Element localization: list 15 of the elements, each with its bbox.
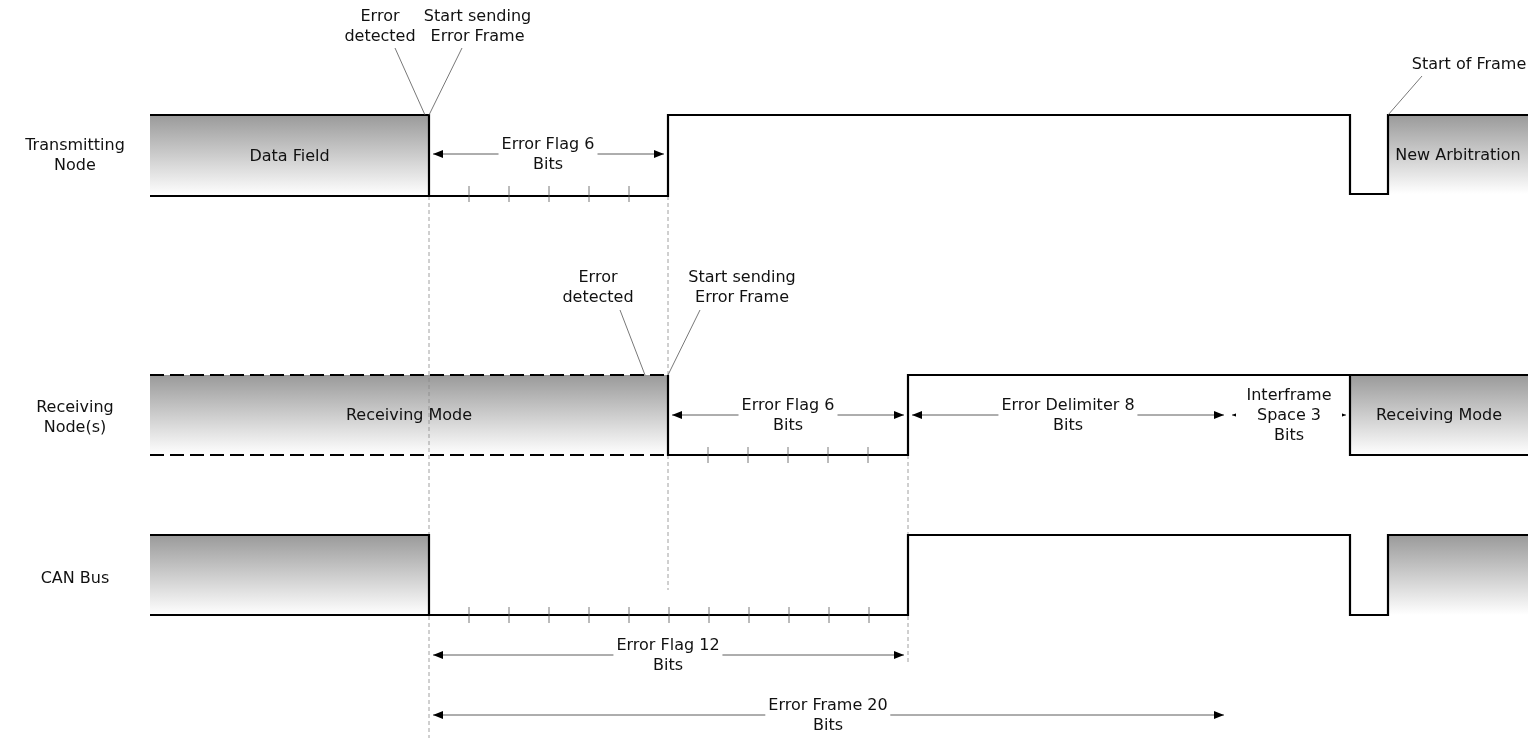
annotation-text: Error detected <box>335 4 425 48</box>
signal-block: New Arbitration <box>1388 115 1528 194</box>
signal-block: Data Field <box>150 115 429 196</box>
annotation-text: Start sending Error Frame <box>672 264 812 310</box>
signal-block: Receiving Mode <box>1350 375 1528 455</box>
leader-line <box>619 309 646 376</box>
leader-line <box>428 47 463 116</box>
signal-block: Receiving Mode <box>150 375 668 455</box>
signal-block <box>1388 535 1528 615</box>
signal-block <box>150 535 429 615</box>
leader-line <box>394 47 426 116</box>
leader-line <box>667 309 701 376</box>
annotation-text: Start of Frame <box>1410 52 1528 76</box>
leader-line <box>1387 75 1423 116</box>
annotation-text: Error detected <box>553 264 643 310</box>
